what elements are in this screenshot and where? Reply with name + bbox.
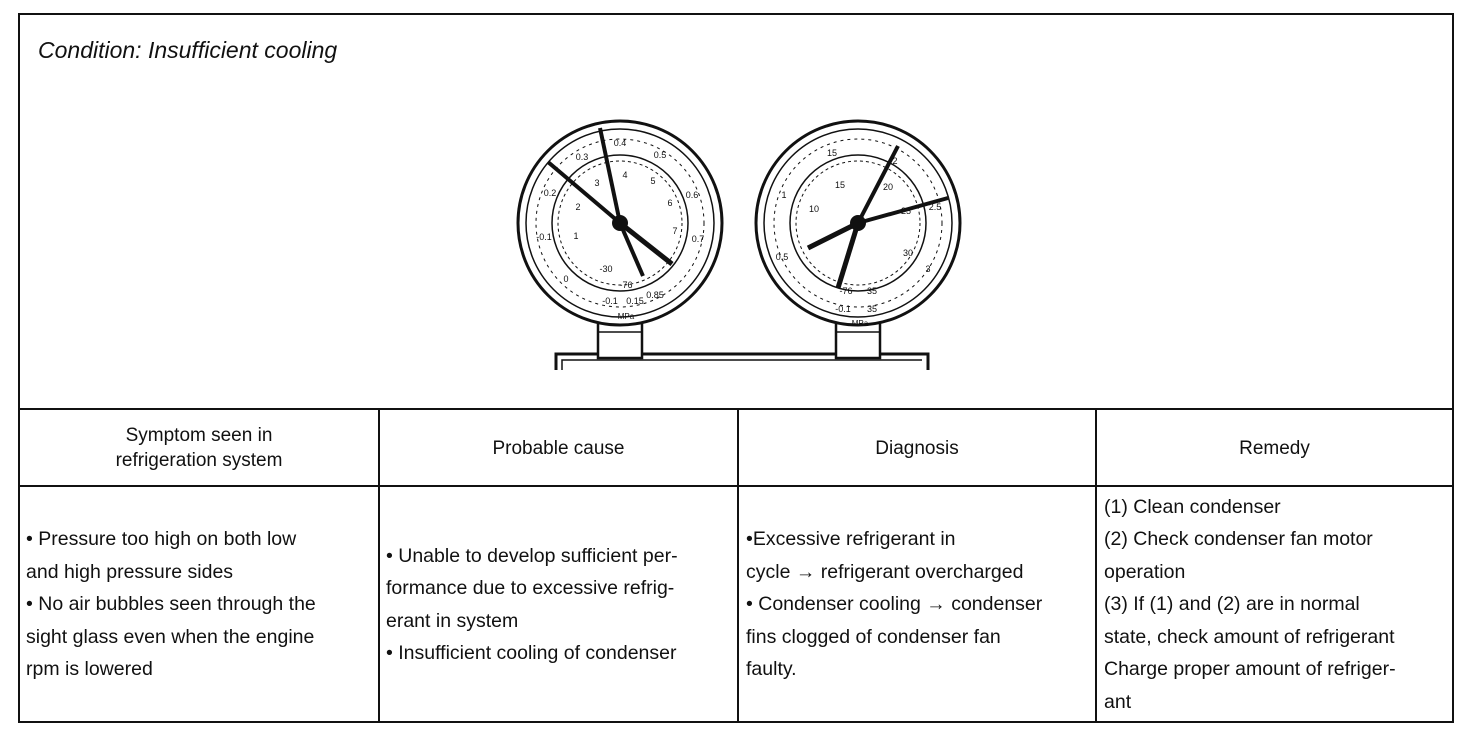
gauge-right-outer-0: 15 bbox=[827, 148, 837, 158]
gauge-right-inner-0: 15 bbox=[835, 180, 845, 190]
cell-probable-cause: • Unable to develop sufficient per- form… bbox=[386, 488, 736, 721]
gauge-left-outer-1: 0.5 bbox=[654, 150, 667, 160]
header-probable-cause: Probable cause bbox=[492, 437, 625, 459]
remedy-line: ant bbox=[1104, 690, 1132, 713]
gauge-left-inner-3: 7 bbox=[672, 226, 677, 236]
remedy-line: (2) Check condenser fan motor bbox=[1104, 528, 1373, 551]
gauge-right-outer-4: 3 bbox=[925, 264, 930, 274]
cause-line: • Unable to develop sufficient per- bbox=[386, 544, 678, 567]
gauge-left-outer-2: 0.6 bbox=[686, 190, 699, 200]
diagnosis-line: faulty. bbox=[746, 658, 797, 681]
gauge-right-outer-2: 2 bbox=[892, 156, 897, 166]
gauge-left-inner-2: 6 bbox=[667, 198, 672, 208]
gauge-left-inner-6: 1 bbox=[573, 231, 578, 241]
gauge-left-outer-0: 0.4 bbox=[614, 138, 627, 148]
gauge-right-inner-2: 20 bbox=[883, 182, 893, 192]
cause-line: erant in system bbox=[386, 609, 519, 632]
remedy-line: state, check amount of refrigerant bbox=[1104, 625, 1395, 648]
remedy-line: (1) Clean condenser bbox=[1104, 495, 1281, 518]
gauge-right-unit: MPa bbox=[852, 319, 869, 328]
symptom-line: and high pressure sides bbox=[26, 560, 234, 583]
remedy-line: operation bbox=[1104, 560, 1186, 583]
header-diagnosis: Diagnosis bbox=[875, 437, 959, 459]
symptom-line: rpm is lowered bbox=[26, 658, 153, 681]
gauge-right-inner-5: -76 bbox=[839, 286, 852, 296]
gauge-right-outer-6: 0.5 bbox=[776, 252, 789, 262]
gauge-right-inner-1: 10 bbox=[809, 204, 819, 214]
header-symptom-line-1: Symptom seen in bbox=[125, 425, 273, 446]
gauge-set-illustration: 0.4 0.5 0.6 0.7 0.3 0.2 -0.1 0 -0.1 0.15… bbox=[516, 119, 962, 370]
table-top-rule bbox=[20, 408, 1452, 410]
diagnosis-line: fins clogged of condenser fan bbox=[746, 625, 1001, 648]
cell-symptom: • Pressure too high on both low and high… bbox=[26, 488, 376, 721]
remedy-line: Charge proper amount of refriger- bbox=[1104, 658, 1396, 681]
condition-title: Condition: Insufficient cooling bbox=[38, 37, 338, 63]
gauge-left-outer-9: 0.15 bbox=[626, 296, 644, 306]
gauge-right-outer-5: -0.1 bbox=[835, 304, 851, 314]
symptom-line: • Pressure too high on both low bbox=[26, 528, 297, 551]
gauge-right-inner-6: 35 bbox=[867, 286, 877, 296]
remedy-line: (3) If (1) and (2) are in normal bbox=[1104, 593, 1360, 616]
gauge-left-outer-5: 0.2 bbox=[544, 188, 557, 198]
gauge-right-outer-7: 35 bbox=[867, 304, 877, 314]
header-bottom-rule bbox=[20, 485, 1452, 487]
gauge-left-outer-8: -0.1 bbox=[602, 296, 618, 306]
cause-line: formance due to excessive refrig- bbox=[386, 577, 675, 599]
symptom-line: • No air bubbles seen through the bbox=[26, 593, 316, 616]
gauge-right-inner-4: 30 bbox=[903, 248, 913, 258]
gauge-left-inner-8: -76 bbox=[619, 280, 632, 290]
column-divider-1 bbox=[378, 410, 380, 723]
diagnosis-line: •Excessive refrigerant in bbox=[746, 528, 956, 551]
gauge-left-inner-0: 4 bbox=[622, 170, 627, 180]
header-symptom-line-2: refrigeration system bbox=[115, 450, 283, 471]
column-divider-3 bbox=[1095, 410, 1097, 723]
high-pressure-gauge: 15 1 2 2.5 3 -0.1 0.5 35 15 10 20 25 30 … bbox=[754, 119, 962, 360]
gauge-left-inner-5: 2 bbox=[575, 202, 580, 212]
low-pressure-gauge: 0.4 0.5 0.6 0.7 0.3 0.2 -0.1 0 -0.1 0.15… bbox=[516, 119, 724, 360]
gauge-right-outer-1: 1 bbox=[781, 190, 786, 200]
diagnosis-line: cycle → refrigerant overcharged bbox=[746, 560, 1024, 583]
gauge-left-inner-1: 5 bbox=[650, 176, 655, 186]
header-symptom: Symptom seen in refrigeration system bbox=[20, 412, 378, 484]
gauge-right-outer-3: 2.5 bbox=[929, 202, 942, 212]
manifold-block bbox=[554, 352, 930, 370]
gauge-left-inner-7: -30 bbox=[599, 264, 612, 274]
cell-remedy: (1) Clean condenser (2) Check condenser … bbox=[1104, 488, 1450, 721]
gauge-left-unit: MPa bbox=[618, 312, 635, 321]
gauge-left-outer-6: -0.1 bbox=[536, 232, 552, 242]
condition-table: Condition: Insufficient cooling 0.4 0.5 … bbox=[18, 13, 1454, 723]
cell-diagnosis: •Excessive refrigerant in cycle → refrig… bbox=[746, 488, 1094, 721]
gauge-left-outer-4: 0.3 bbox=[576, 152, 589, 162]
gauge-left-inner-4: 3 bbox=[594, 178, 599, 188]
cause-line: • Insufficient cooling of condenser bbox=[386, 642, 677, 664]
gauge-left-outer-7: 0 bbox=[563, 274, 568, 284]
diagnosis-line: • Condenser cooling → condenser bbox=[746, 593, 1043, 616]
gauge-left-outer-3: 0.7 bbox=[692, 234, 705, 244]
gauge-left-outer-10: 0.85 bbox=[646, 290, 664, 300]
symptom-line: sight glass even when the engine bbox=[26, 625, 315, 648]
column-divider-2 bbox=[737, 410, 739, 723]
header-remedy: Remedy bbox=[1239, 437, 1310, 459]
